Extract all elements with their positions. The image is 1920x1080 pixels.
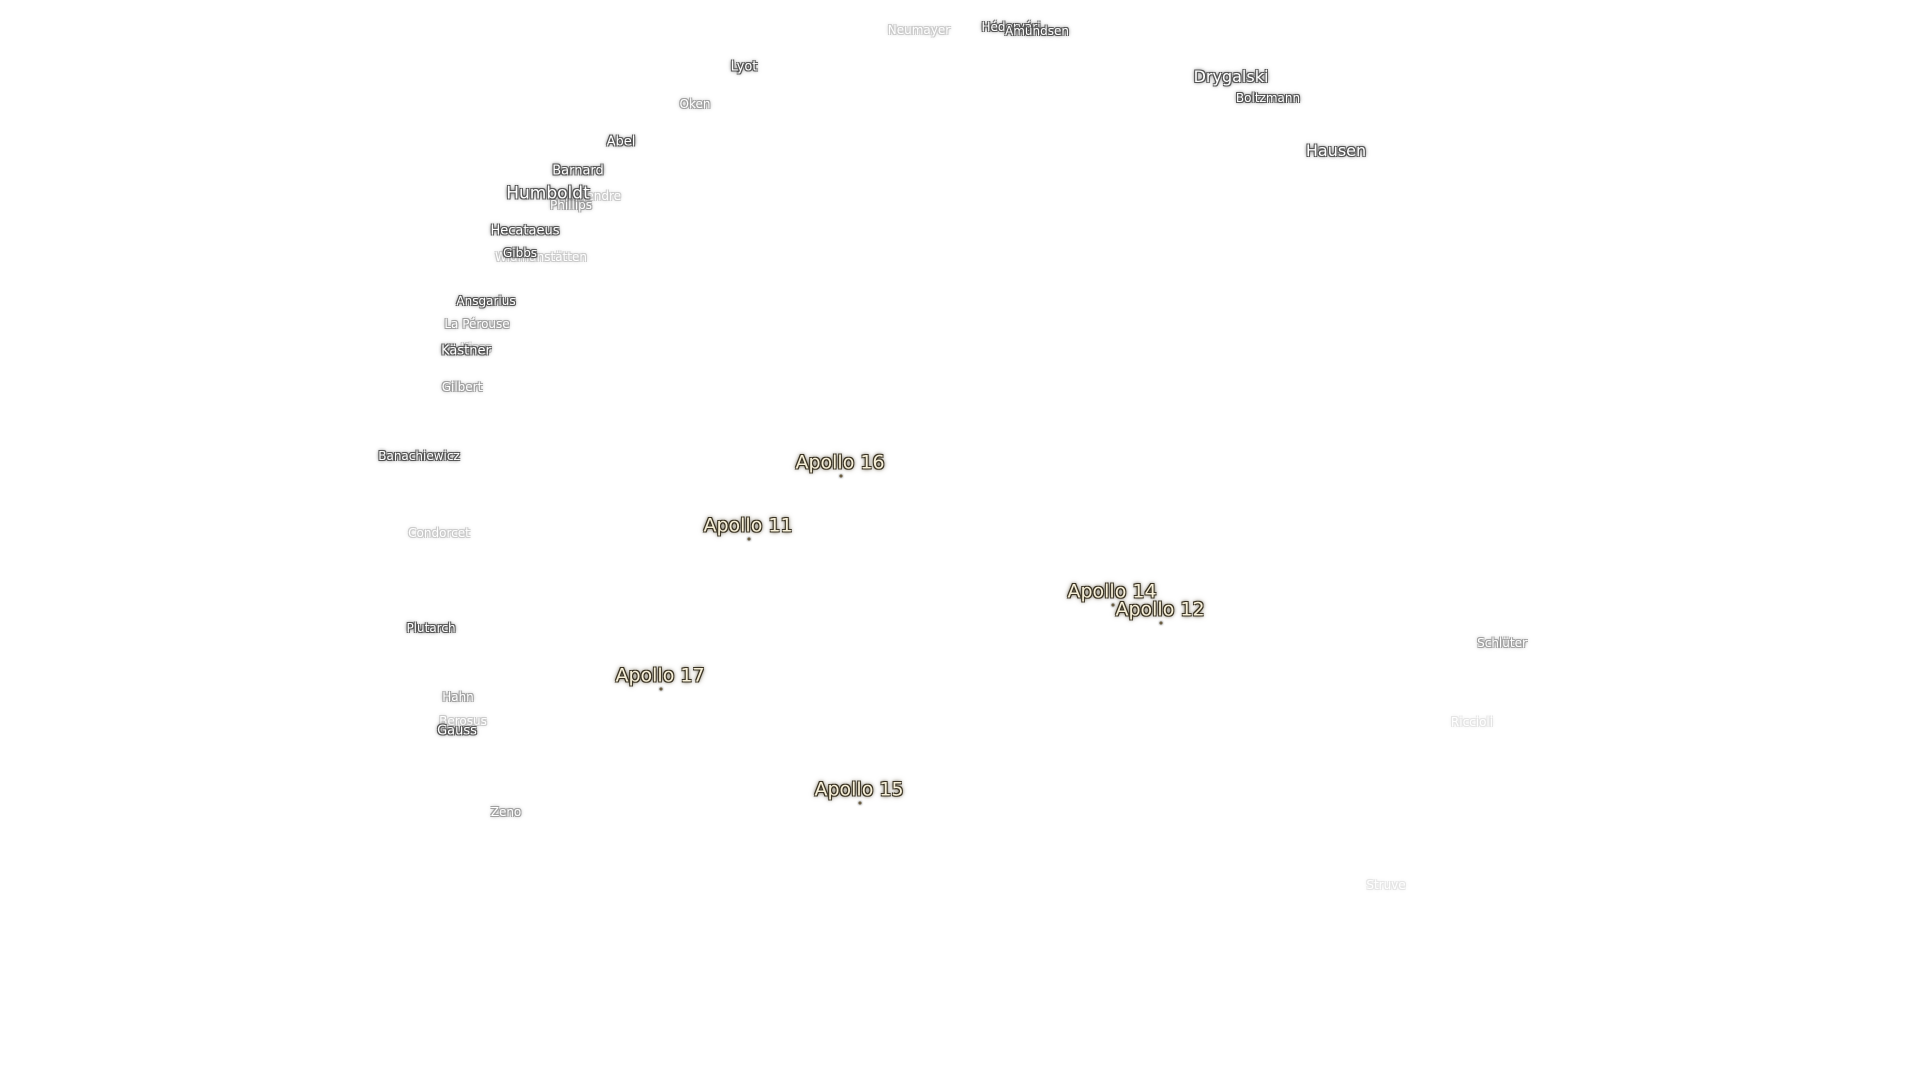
- crater-label-humboldt[interactable]: Humboldt: [506, 183, 590, 204]
- crater-label-drygalski[interactable]: Drygalski: [1193, 67, 1269, 86]
- crater-label-ansgarius[interactable]: Ansgarius: [456, 294, 516, 308]
- apollo-16-label[interactable]: Apollo 16: [795, 451, 885, 474]
- apollo-15-label[interactable]: Apollo 15: [814, 778, 904, 801]
- crater-label-gauss[interactable]: Gauss: [437, 723, 477, 739]
- crater-label-schluter[interactable]: Schlüter: [1477, 636, 1527, 650]
- crater-label-neumayer[interactable]: Neumayer: [887, 23, 951, 37]
- apollo-16-marker[interactable]: [839, 474, 843, 478]
- apollo-12-marker[interactable]: [1159, 621, 1163, 625]
- crater-label-gilbert[interactable]: Gilbert: [441, 380, 483, 394]
- crater-label-la-perouse[interactable]: La Pérouse: [444, 317, 510, 331]
- crater-label-gibbs[interactable]: Gibbs: [502, 246, 538, 260]
- crater-label-berosus[interactable]: Berosus: [439, 714, 487, 728]
- crater-label-legendre[interactable]: Legendre: [564, 189, 622, 203]
- crater-label-hausen[interactable]: Hausen: [1305, 141, 1367, 160]
- crater-label-kiess[interactable]: Kiess: [460, 341, 492, 355]
- apollo-11-marker[interactable]: [747, 537, 751, 541]
- crater-label-barnard[interactable]: Barnard: [552, 163, 604, 179]
- crater-label-banachiewicz[interactable]: Banachiewicz: [378, 449, 460, 463]
- apollo-14-marker[interactable]: [1111, 603, 1115, 607]
- crater-label-oken[interactable]: Oken: [679, 97, 711, 111]
- crater-label-hahn[interactable]: Hahn: [442, 690, 474, 704]
- apollo-12-label[interactable]: Apollo 12: [1115, 598, 1205, 621]
- apollo-17-label[interactable]: Apollo 17: [615, 664, 705, 687]
- crater-label-zeno[interactable]: Zeno: [490, 805, 522, 819]
- crater-label-condorcet[interactable]: Condorcet: [408, 526, 470, 540]
- crater-label-abel[interactable]: Abel: [606, 134, 636, 150]
- crater-label-hedervari[interactable]: Hédervári: [981, 20, 1041, 34]
- apollo-11-label[interactable]: Apollo 11: [703, 514, 793, 537]
- apollo-17-marker[interactable]: [659, 687, 663, 691]
- crater-label-struve[interactable]: Struve: [1366, 878, 1406, 892]
- apollo-14-label[interactable]: Apollo 14: [1067, 580, 1157, 603]
- apollo-15-marker[interactable]: [858, 801, 862, 805]
- crater-label-amundsen[interactable]: Amundsen: [1005, 24, 1069, 38]
- crater-label-phillips[interactable]: Phillips: [549, 198, 593, 212]
- crater-label-boltzmann[interactable]: Boltzmann: [1235, 91, 1301, 105]
- crater-label-riccioli[interactable]: Riccioli: [1450, 715, 1494, 729]
- crater-label-lyot[interactable]: Lyot: [730, 59, 758, 75]
- crater-label-hecataeus[interactable]: Hecataeus: [490, 223, 560, 239]
- crater-label-kastner[interactable]: Kästner: [441, 343, 491, 359]
- crater-label-plutarch[interactable]: Plutarch: [406, 621, 456, 635]
- crater-label-widmanstatten[interactable]: Widmanstätten: [495, 250, 587, 264]
